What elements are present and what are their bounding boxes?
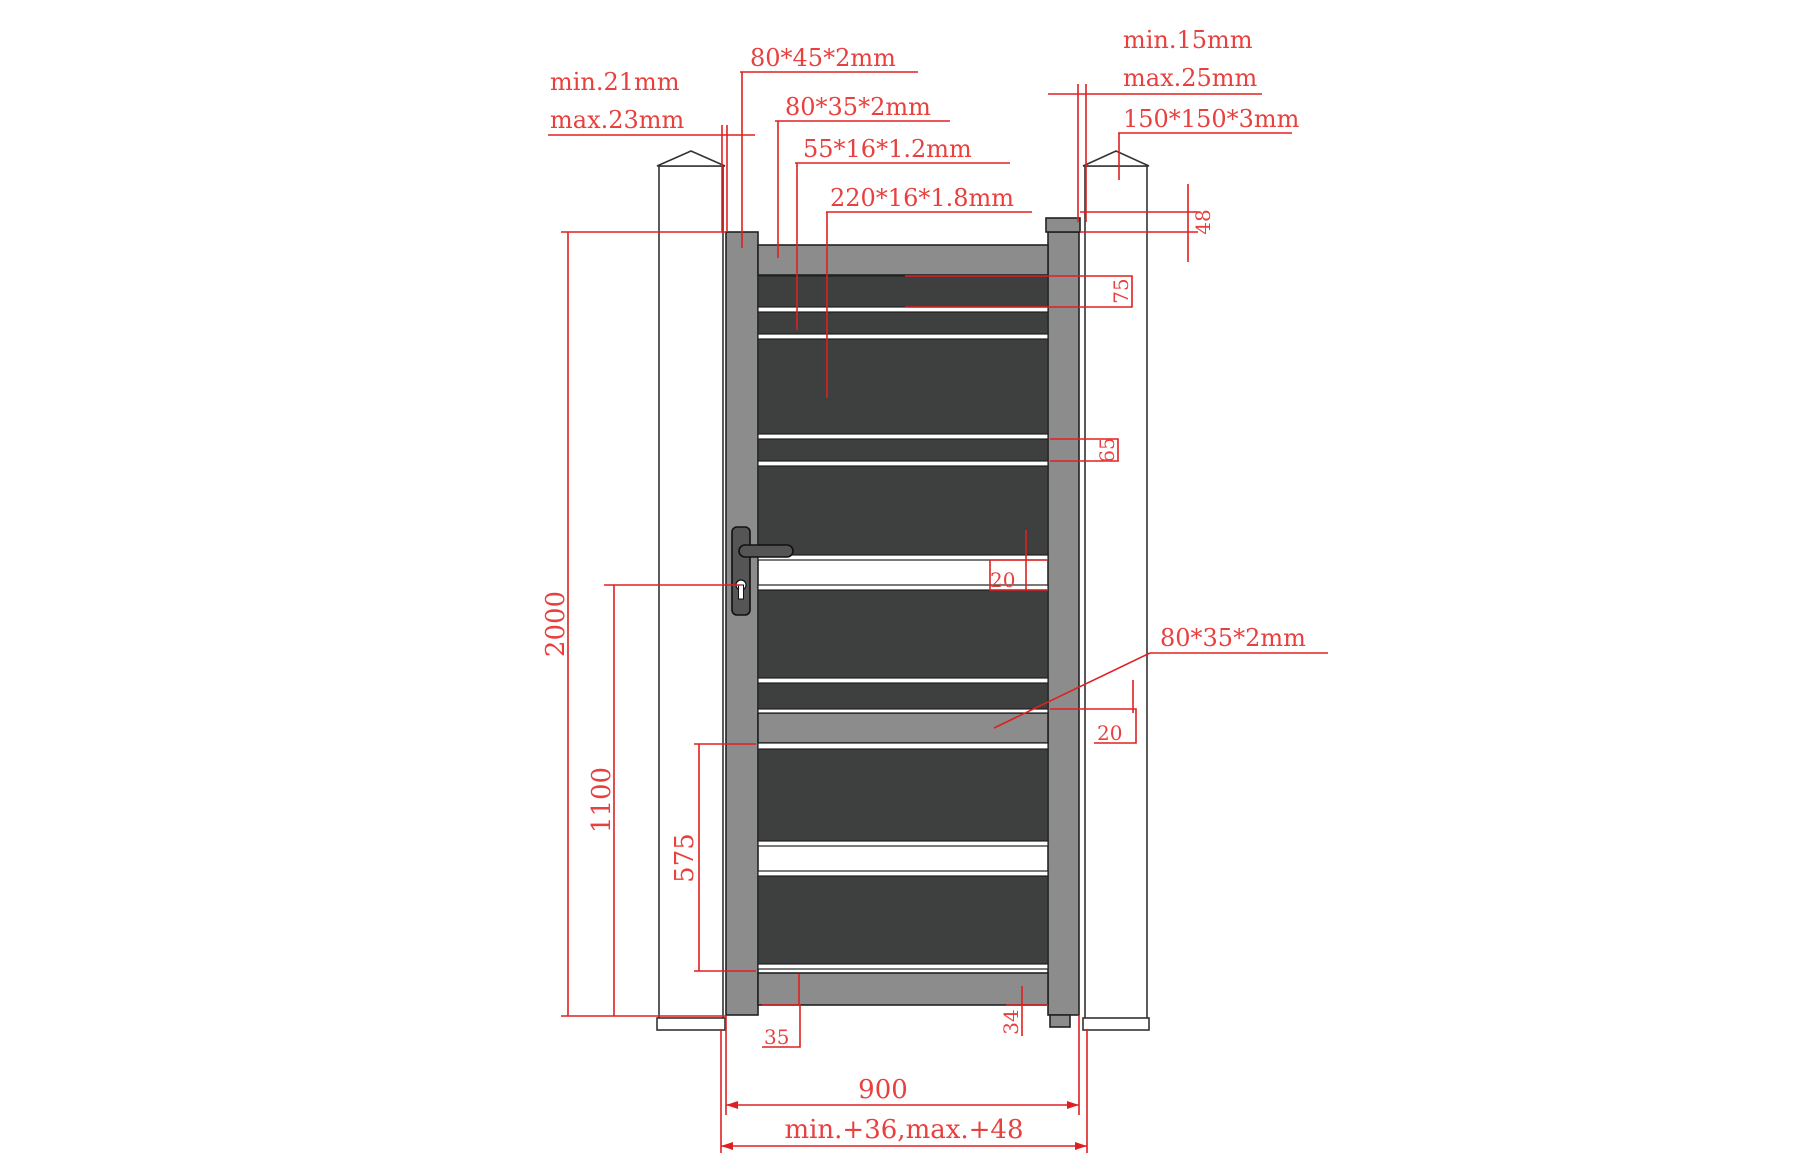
gate-frame — [725, 217, 1081, 1028]
mid-rail — [757, 712, 1049, 744]
slat-gap-label: 65 — [1095, 437, 1119, 462]
handle-height-label: 1100 — [587, 767, 617, 833]
right-gap-max-label: max.25mm — [1123, 64, 1258, 92]
bottom-left-label: 35 — [764, 1025, 789, 1049]
right-stile — [1047, 231, 1080, 1016]
dimension-labels: min.21mm max.23mm 80*45*2mm 80*35*2mm 55… — [541, 26, 1306, 1145]
left-gap-max-label: max.23mm — [550, 106, 685, 134]
left-gap-min-label: min.21mm — [550, 68, 680, 96]
mid-rail-height-label: 575 — [670, 833, 700, 883]
top-offset-label: 48 — [1191, 209, 1215, 234]
slat-profile-label: 55*16*1.2mm — [803, 135, 972, 163]
bottom-right-label: 34 — [999, 1009, 1023, 1034]
stile-profile-label: 80*45*2mm — [750, 44, 896, 72]
gate-width-label: 900 — [858, 1075, 908, 1105]
top-rail-profile-label: 80*35*2mm — [785, 93, 931, 121]
top-rail-height-label: 75 — [1109, 278, 1133, 303]
mid-rail-profile-label: 80*35*2mm — [1160, 624, 1306, 652]
left-stile — [725, 231, 759, 1016]
mid-rail-spacing-label: 20 — [1097, 721, 1122, 745]
bottom-rail — [757, 972, 1049, 1006]
right-post — [1082, 150, 1150, 1031]
right-gap-min-label: min.15mm — [1123, 26, 1253, 54]
panel-profile-label: 220*16*1.8mm — [830, 184, 1014, 212]
door-handle-icon — [731, 526, 794, 616]
gate-slats — [757, 306, 1049, 970]
post-profile-label: 150*150*3mm — [1123, 105, 1300, 133]
total-height-label: 2000 — [541, 591, 571, 657]
left-post — [656, 150, 726, 1031]
slat-spacing-label: 20 — [990, 568, 1015, 592]
dimension-lines — [548, 71, 1328, 1153]
top-rail — [757, 244, 1049, 276]
gate-panels — [757, 275, 1049, 965]
opening-width-label: min.+36,max.+48 — [784, 1115, 1023, 1145]
